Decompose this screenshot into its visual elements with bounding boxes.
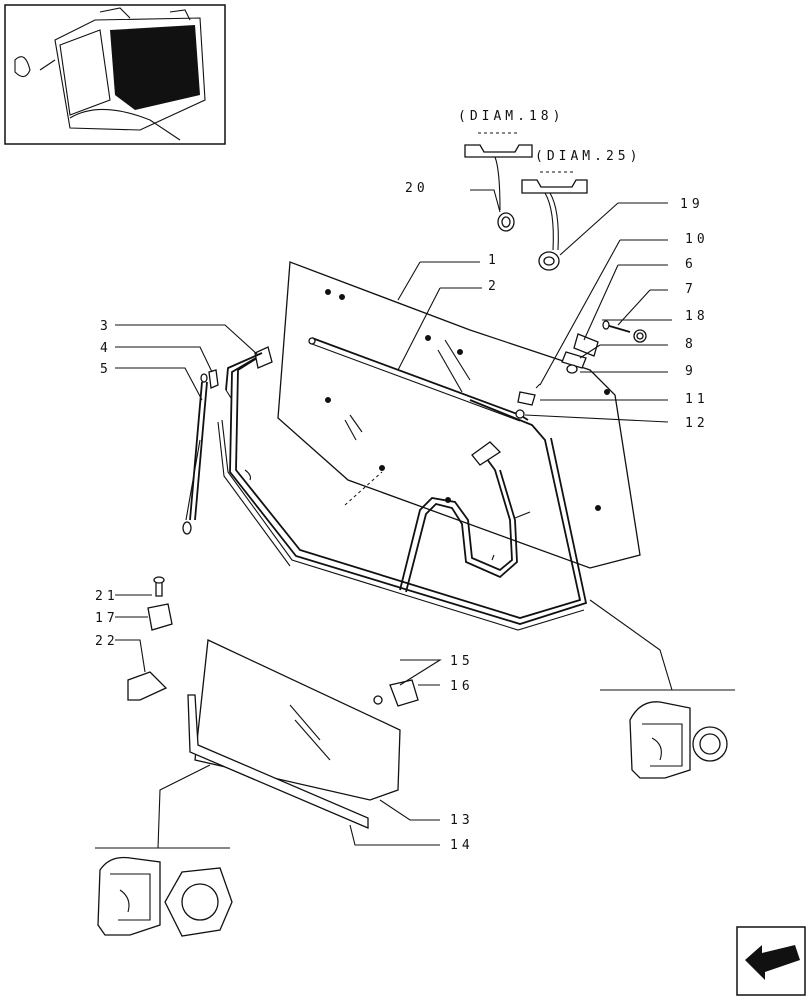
- callout-12: 12: [685, 416, 709, 431]
- gas-strut: [182, 369, 219, 535]
- callout-20: 20: [405, 181, 429, 196]
- callout-19: 19: [680, 197, 704, 212]
- callout-16: 16: [450, 679, 474, 694]
- dia-25-label: (DIAM.25): [535, 149, 641, 164]
- page-turn-arrow-icon[interactable]: [736, 926, 806, 996]
- window-frame: [217, 354, 588, 631]
- callout-13: 13: [450, 813, 474, 828]
- profile-diam-25: [521, 171, 588, 251]
- seal-section-right: [589, 599, 735, 779]
- callout-3: 3: [100, 319, 112, 334]
- callout-5: 5: [100, 362, 112, 377]
- dia-18-label: (DIAM.18): [458, 109, 564, 124]
- callout-22: 22: [95, 634, 119, 649]
- callout-18: 18: [685, 309, 709, 324]
- rear-window-glass: [277, 261, 641, 569]
- callout-11: 11: [685, 392, 709, 407]
- callout-1: 1: [488, 253, 500, 268]
- hinge-bracket-3: [225, 346, 273, 399]
- grommet-20: [470, 189, 515, 232]
- callout-15: 15: [450, 654, 474, 669]
- profile-diam-18: [464, 132, 533, 211]
- callout-7: 7: [685, 282, 697, 297]
- callout-17: 17: [95, 611, 119, 626]
- seal-section-left: [95, 764, 233, 937]
- tractor-cab-thumbnail-icon: [4, 4, 226, 145]
- latch-hardware: [515, 320, 647, 419]
- callout-9: 9: [685, 364, 697, 379]
- small-seal: [187, 694, 369, 829]
- leader-lines: [115, 239, 672, 846]
- callout-4: 4: [100, 341, 112, 356]
- small-glass: [194, 639, 401, 801]
- callout-14: 14: [450, 838, 474, 853]
- grommet-19: [538, 202, 668, 271]
- clip-parts: [127, 576, 419, 707]
- callout-2: 2: [488, 279, 500, 294]
- callout-numbers: 1 2 3 4 5 6 7 8 9 10 11 12 13 14 15 16 1…: [95, 181, 709, 853]
- callout-8: 8: [685, 337, 697, 352]
- callout-10: 10: [685, 232, 709, 247]
- callout-21: 21: [95, 589, 119, 604]
- callout-6: 6: [685, 257, 697, 272]
